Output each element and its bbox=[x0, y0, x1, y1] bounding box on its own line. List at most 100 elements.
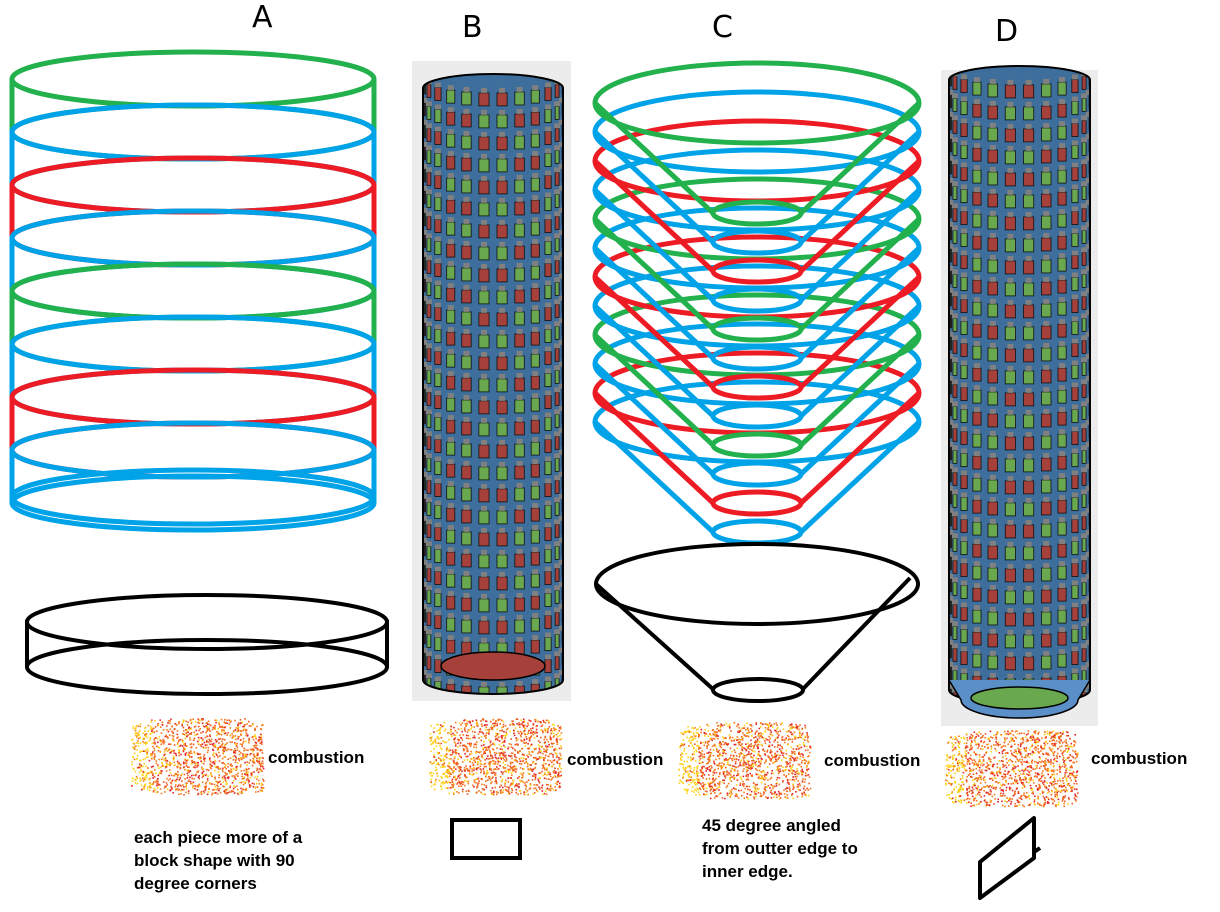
b-tile-joint bbox=[545, 676, 552, 682]
b-tile-joint bbox=[545, 192, 552, 198]
b-tile-joint bbox=[545, 654, 552, 660]
d-tile-joint bbox=[1043, 518, 1050, 524]
b-tile bbox=[424, 520, 426, 535]
d-tile bbox=[1071, 277, 1079, 291]
b-tile-joint bbox=[558, 295, 563, 301]
d-tile bbox=[1004, 150, 1016, 165]
b-tile-joint bbox=[425, 123, 432, 129]
d-tile-joint bbox=[951, 247, 958, 253]
b-tile bbox=[424, 278, 426, 293]
b-tile bbox=[446, 287, 456, 302]
d-tile-joint bbox=[951, 181, 958, 187]
d-tile bbox=[1071, 607, 1079, 621]
b-tile-joint bbox=[516, 570, 523, 576]
d-tile-joint bbox=[973, 583, 980, 589]
b-tile bbox=[434, 131, 442, 145]
d-tile bbox=[1041, 149, 1052, 164]
d-tile-joint bbox=[961, 96, 968, 102]
b-tile bbox=[554, 281, 560, 296]
b-tile-joint bbox=[499, 373, 506, 379]
b-tile-joint bbox=[480, 681, 487, 687]
d-tile-joint bbox=[1071, 206, 1078, 212]
b-tile bbox=[544, 549, 552, 563]
b-tile-joint bbox=[434, 82, 441, 88]
b-tile-joint bbox=[499, 351, 506, 357]
b-tile-joint bbox=[554, 145, 561, 151]
d-tile bbox=[987, 237, 998, 252]
b-tile bbox=[434, 637, 442, 651]
b-tile bbox=[426, 281, 432, 296]
b-tile-joint bbox=[499, 549, 506, 555]
d-tile-joint bbox=[949, 595, 954, 601]
b-tile-joint bbox=[463, 416, 470, 422]
d-tile-joint bbox=[949, 661, 954, 667]
b-tile bbox=[554, 369, 560, 384]
d-tile bbox=[1041, 369, 1052, 384]
b-tile-joint bbox=[499, 219, 506, 225]
d-tile bbox=[972, 235, 982, 250]
b-tile bbox=[426, 391, 432, 406]
b-tile-joint bbox=[554, 189, 561, 195]
b-tile-joint bbox=[434, 566, 441, 572]
b-tile bbox=[424, 432, 426, 447]
d-tile bbox=[1023, 84, 1035, 99]
b-tile bbox=[434, 197, 442, 211]
b-tile-joint bbox=[480, 549, 487, 555]
d-tile-joint bbox=[1043, 100, 1050, 106]
d-tile-joint bbox=[1085, 199, 1090, 205]
d-tile-joint bbox=[989, 562, 996, 568]
b-tile bbox=[554, 457, 560, 472]
d-tile bbox=[1041, 127, 1052, 142]
b-tile bbox=[426, 655, 432, 670]
d-tile bbox=[1057, 367, 1067, 382]
b-tile bbox=[530, 441, 540, 456]
b-tile bbox=[544, 307, 552, 321]
d-tile-joint bbox=[1025, 585, 1032, 591]
d-tile-joint bbox=[973, 231, 980, 237]
d-tile-joint bbox=[1071, 404, 1078, 410]
b-tile-joint bbox=[447, 151, 454, 157]
b-tile bbox=[434, 175, 442, 189]
d-tile-joint bbox=[1085, 595, 1090, 601]
d-tile bbox=[1081, 559, 1087, 574]
d-tile bbox=[950, 512, 952, 527]
d-tile bbox=[952, 581, 958, 596]
b-tile-joint bbox=[447, 459, 454, 465]
d-tile bbox=[1081, 383, 1087, 398]
d-tile-joint bbox=[961, 228, 968, 234]
b-tile-joint bbox=[447, 217, 454, 223]
d-tile-joint bbox=[1025, 387, 1032, 393]
b-tile bbox=[446, 639, 456, 654]
b-tile-joint bbox=[499, 704, 505, 709]
cone-c-bottom bbox=[710, 344, 804, 372]
d-tile-joint bbox=[961, 536, 968, 542]
b-tile-joint bbox=[554, 167, 561, 173]
b-tile bbox=[426, 633, 432, 648]
d-tile-joint bbox=[949, 353, 954, 359]
d-tile-joint bbox=[989, 496, 996, 502]
d-tile bbox=[1041, 611, 1052, 626]
d-tile-joint bbox=[1081, 181, 1088, 187]
d-tile-joint bbox=[1085, 551, 1090, 557]
b-tile-joint bbox=[516, 306, 523, 312]
b-tile bbox=[424, 256, 426, 271]
b-tile bbox=[446, 309, 456, 324]
b-tile-joint bbox=[463, 394, 470, 400]
d-tile-joint bbox=[951, 467, 958, 473]
note-c-line-3: inner edge. bbox=[702, 861, 793, 881]
b-tile bbox=[496, 312, 508, 327]
d-tile bbox=[1023, 194, 1035, 209]
b-tile-joint bbox=[499, 329, 506, 335]
d-tile-joint bbox=[961, 360, 968, 366]
d-tile-joint bbox=[1081, 291, 1088, 297]
b-tile bbox=[530, 111, 540, 126]
b-tile bbox=[446, 199, 456, 214]
b-tile bbox=[544, 373, 552, 387]
d-inner-ring bbox=[970, 686, 1069, 710]
b-tile-joint bbox=[480, 197, 487, 203]
d-tile bbox=[987, 589, 998, 604]
b-tile bbox=[461, 113, 472, 128]
d-tile-joint bbox=[1059, 121, 1066, 127]
b-tile bbox=[446, 573, 456, 588]
